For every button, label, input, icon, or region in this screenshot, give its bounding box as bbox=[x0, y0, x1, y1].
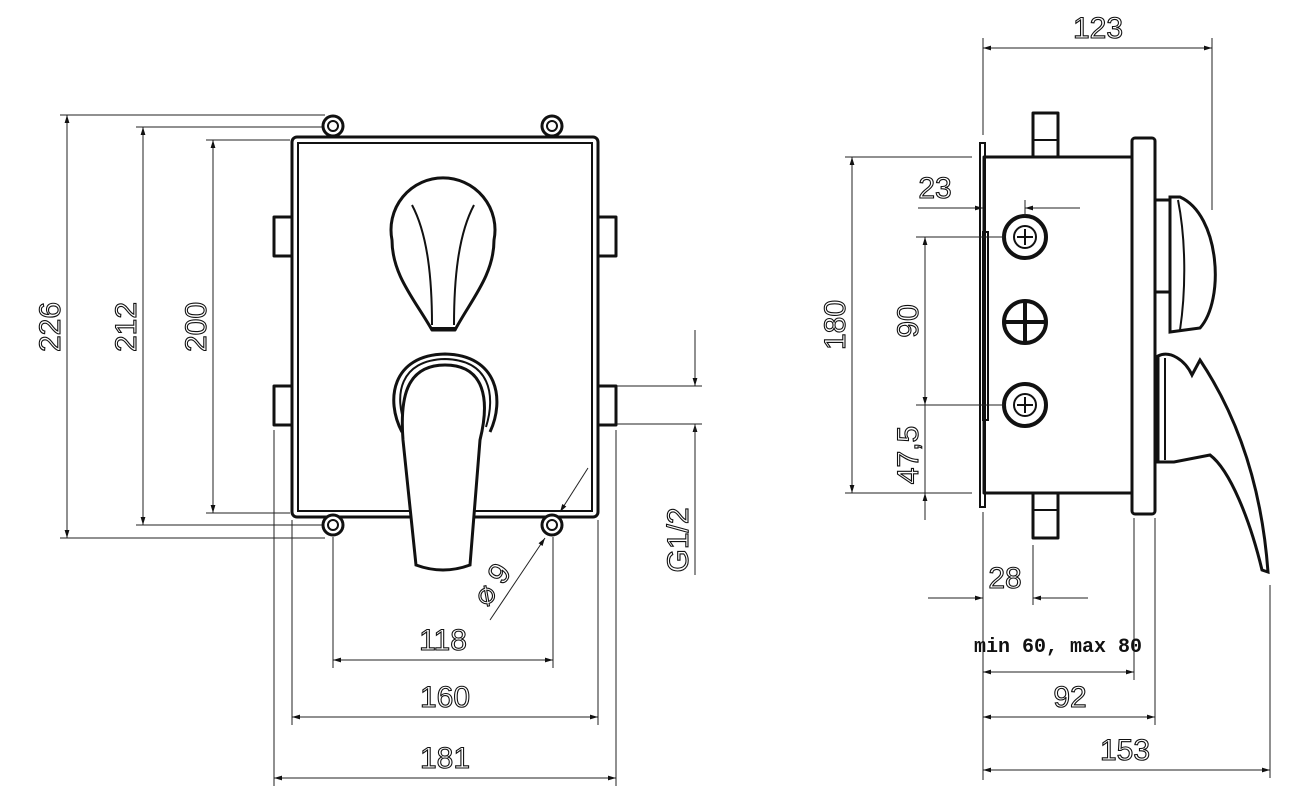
dim-overall-depth: 153 bbox=[1100, 734, 1150, 767]
side-knob bbox=[1153, 195, 1217, 334]
dimension-lines-side bbox=[845, 38, 1271, 780]
rear-flange bbox=[979, 142, 986, 508]
dim-fitting-offset: 23 bbox=[918, 172, 951, 205]
dim-install-depth: min 60, max 80 bbox=[974, 636, 1142, 659]
dim-pipe-offset: 28 bbox=[988, 562, 1021, 595]
dim-bottom-offset: 47,5 bbox=[892, 426, 925, 484]
dim-plate-depth: 92 bbox=[1053, 681, 1086, 714]
dim-mounting-width: 118 bbox=[419, 624, 467, 657]
mounting-eyes bbox=[321, 114, 564, 537]
rear-seal bbox=[982, 231, 989, 421]
side-view: 123 180 23 90 47,5 28 min 60, max 80 92 … bbox=[818, 11, 1271, 780]
dim-side-depth-top: 123 bbox=[1073, 12, 1123, 45]
bottom-pipe bbox=[1031, 491, 1060, 540]
dimension-lines-front bbox=[60, 114, 702, 786]
mixer-lever bbox=[392, 352, 499, 572]
dim-overall-width: 181 bbox=[420, 742, 470, 775]
top-pipe bbox=[1031, 111, 1060, 159]
fitting-top bbox=[1002, 214, 1048, 260]
dim-overall-height: 226 bbox=[34, 302, 67, 352]
dim-thread: G1/2 bbox=[662, 507, 695, 572]
fitting-bottom bbox=[1002, 382, 1048, 428]
side-lever bbox=[1156, 352, 1270, 575]
dim-fitting-spacing: 90 bbox=[892, 304, 925, 337]
dim-hole-diameter: ⌀ 9 bbox=[466, 557, 518, 611]
dim-box-width: 160 bbox=[420, 681, 470, 714]
pipe-connectors bbox=[272, 215, 618, 427]
front-plate bbox=[1130, 136, 1157, 516]
front-view: 226 212 200 118 160 181 G1/2 ⌀ 9 bbox=[33, 114, 702, 786]
diverter-knob bbox=[389, 176, 497, 332]
dim-body-height: 180 bbox=[819, 300, 852, 350]
dim-mounting-height: 212 bbox=[110, 302, 143, 352]
dim-box-height: 200 bbox=[180, 302, 213, 352]
fitting-center-cross bbox=[1002, 299, 1048, 345]
